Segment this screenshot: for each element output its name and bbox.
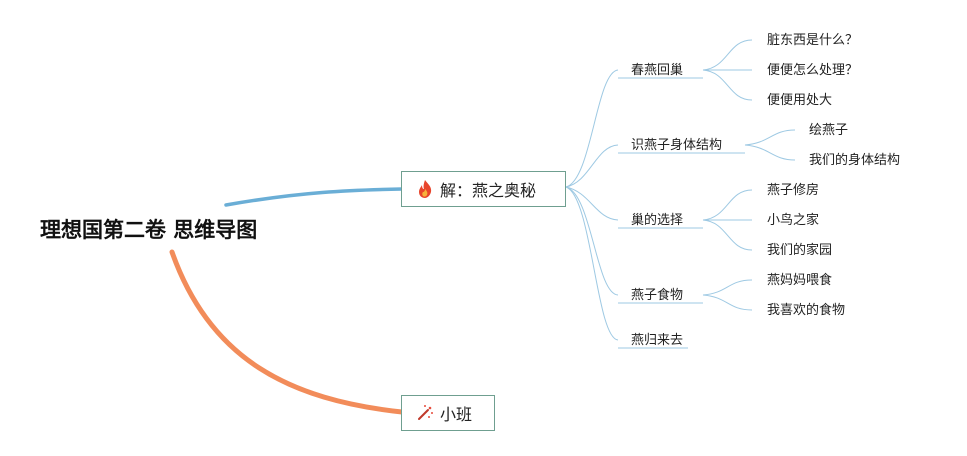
- subtopic-chao-2[interactable]: 小鸟之家: [767, 213, 820, 228]
- topic-guilai[interactable]: 燕归来去: [631, 333, 684, 348]
- connector-root-xiaoban: [169, 249, 405, 415]
- connector-chao-3: [702, 219, 753, 251]
- subtopic-chao-3[interactable]: 我们的家园: [767, 243, 833, 258]
- subtopic-chunyan-2[interactable]: 便便怎么处理？: [767, 63, 859, 78]
- root-topic[interactable]: 理想国第二卷 思维导图: [40, 218, 258, 242]
- connector-jie-shiwu: [565, 186, 619, 296]
- branch-node-jie[interactable]: 解：燕之奥秘: [401, 171, 566, 207]
- connector-chunyan-1: [702, 39, 753, 71]
- branch-label-xiaoban: 小班: [440, 405, 473, 424]
- subtopic-shiyanzi-2[interactable]: 我们的身体结构: [809, 153, 901, 168]
- magic-wand-icon: [416, 404, 434, 422]
- subtopic-chunyan-3[interactable]: 便便用处大: [767, 93, 833, 108]
- connector-chao-1: [702, 189, 753, 221]
- connector-chunyan-3: [702, 69, 753, 101]
- topic-chao[interactable]: 巢的选择: [631, 213, 684, 228]
- topic-chunyan[interactable]: 春燕回巢: [631, 63, 684, 78]
- connector-root-jie: [224, 187, 404, 207]
- connector-shiyanzi-1: [744, 129, 796, 146]
- subtopic-chunyan-1[interactable]: 脏东西是什么？: [767, 33, 859, 48]
- connector-shiyanzi-2: [744, 144, 796, 161]
- topic-shiyanzi[interactable]: 识燕子身体结构: [631, 138, 723, 153]
- subtopic-shiwu-1[interactable]: 燕妈妈喂食: [767, 273, 833, 288]
- subtopic-shiwu-2[interactable]: 我喜欢的食物: [767, 303, 846, 318]
- connector-shiwu-2: [702, 294, 753, 311]
- branch-label-jie: 解：燕之奥秘: [440, 181, 537, 200]
- subtopic-shiyanzi-1[interactable]: 绘燕子: [809, 123, 849, 138]
- connector-jie-shiyanzi: [565, 144, 619, 188]
- subtopic-chao-1[interactable]: 燕子修房: [767, 183, 820, 198]
- topic-shiwu[interactable]: 燕子食物: [631, 288, 684, 303]
- connector-jie-chao: [565, 186, 619, 221]
- connector-shiwu-1: [702, 279, 753, 296]
- fire-icon: [416, 179, 434, 199]
- connector-jie-chunyan: [565, 69, 619, 188]
- branch-node-xiaoban[interactable]: 小班: [401, 395, 495, 431]
- connector-jie-guilai: [565, 186, 619, 341]
